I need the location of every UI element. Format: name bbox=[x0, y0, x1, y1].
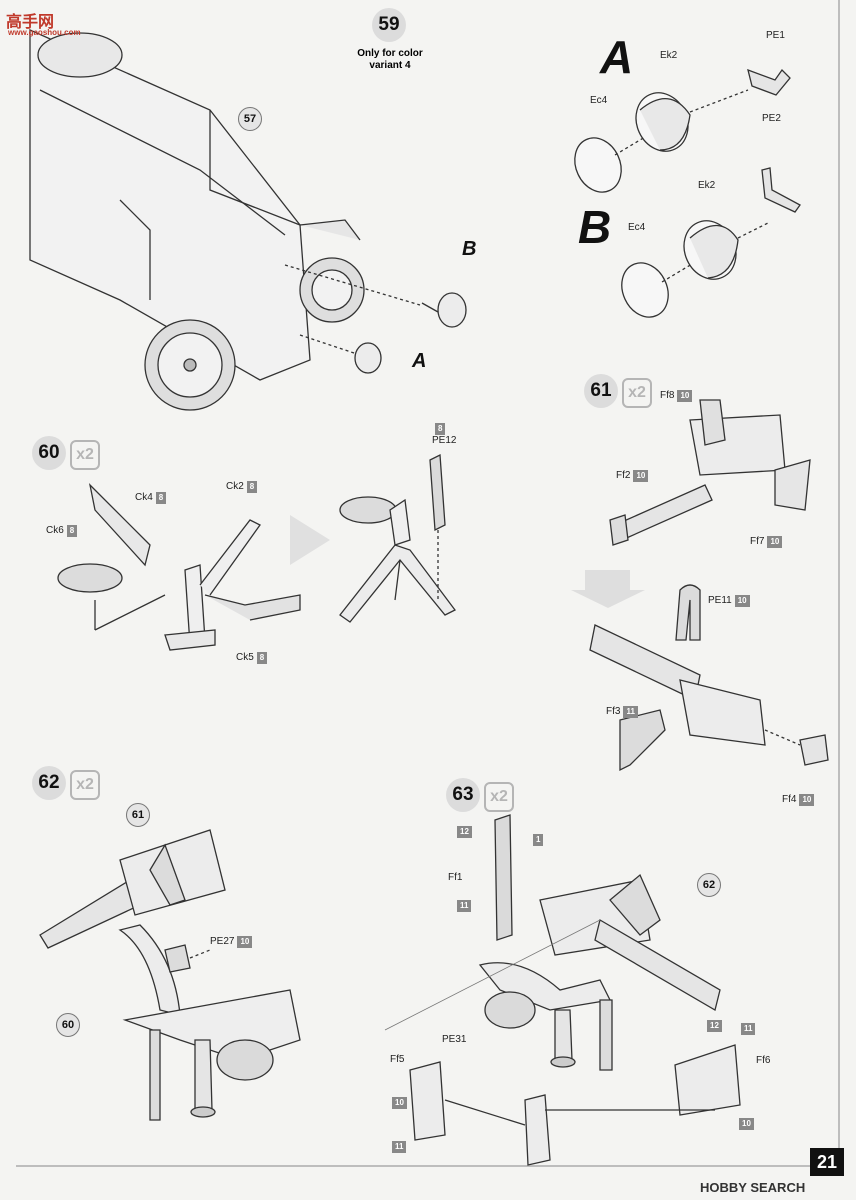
step-62-multiplier: x2 bbox=[70, 770, 100, 800]
page-number: 21 bbox=[810, 1148, 844, 1176]
ref-61: 61 bbox=[126, 803, 150, 827]
page-frame bbox=[16, 0, 840, 1167]
part-pe31: PE31 bbox=[442, 1034, 467, 1045]
variant-b-heading: B bbox=[578, 201, 612, 253]
part-ec4-b: Ec4 bbox=[628, 222, 646, 233]
ref-62: 62 bbox=[697, 873, 721, 897]
paint-12-b: 12 bbox=[704, 1020, 722, 1032]
part-ff5: Ff5 bbox=[390, 1054, 405, 1065]
step-59-number: 59 bbox=[372, 8, 406, 42]
step-61-multiplier: x2 bbox=[622, 378, 652, 408]
step-63-number: 63 bbox=[446, 778, 480, 812]
part-ec4-a: Ec4 bbox=[590, 95, 608, 106]
vehicle-hull bbox=[29, 28, 311, 381]
paint-10-a: 10 bbox=[389, 1097, 407, 1109]
step-63-multiplier: x2 bbox=[484, 782, 514, 812]
paint-1: 1 bbox=[530, 834, 544, 846]
step-62-number: 62 bbox=[32, 766, 66, 800]
part-ff1: Ff1 bbox=[448, 872, 463, 883]
paint-11-a: 11 bbox=[454, 900, 472, 912]
step-61-number: 61 bbox=[584, 374, 618, 408]
part-pe2: PE2 bbox=[762, 113, 781, 124]
paint-11-b: 11 bbox=[389, 1141, 407, 1153]
step-60-number: 60 bbox=[32, 436, 66, 470]
ref-57: 57 bbox=[238, 107, 262, 131]
brand-watermark: HOBBY SEARCH bbox=[700, 1180, 806, 1195]
site-logo: 高手网 bbox=[6, 14, 55, 31]
callout-a: A bbox=[412, 350, 427, 372]
part-ek2-b: Ek2 bbox=[698, 180, 716, 191]
variant-a-heading: A bbox=[600, 31, 634, 83]
ref-60: 60 bbox=[56, 1013, 80, 1037]
paint-11-c: 11 bbox=[738, 1023, 756, 1035]
part-pe1: PE1 bbox=[766, 30, 785, 41]
paint-10-b: 10 bbox=[736, 1118, 754, 1130]
step-60-multiplier: x2 bbox=[70, 440, 100, 470]
step-59-note: Only for color variant 4 bbox=[357, 48, 423, 71]
part-ek2-a: Ek2 bbox=[660, 50, 678, 61]
callout-b: B bbox=[462, 238, 477, 260]
paint-12-a: 12 bbox=[454, 826, 472, 838]
site-logo-url: www.gaoshou.com bbox=[8, 28, 81, 37]
part-ff6: Ff6 bbox=[756, 1055, 771, 1066]
